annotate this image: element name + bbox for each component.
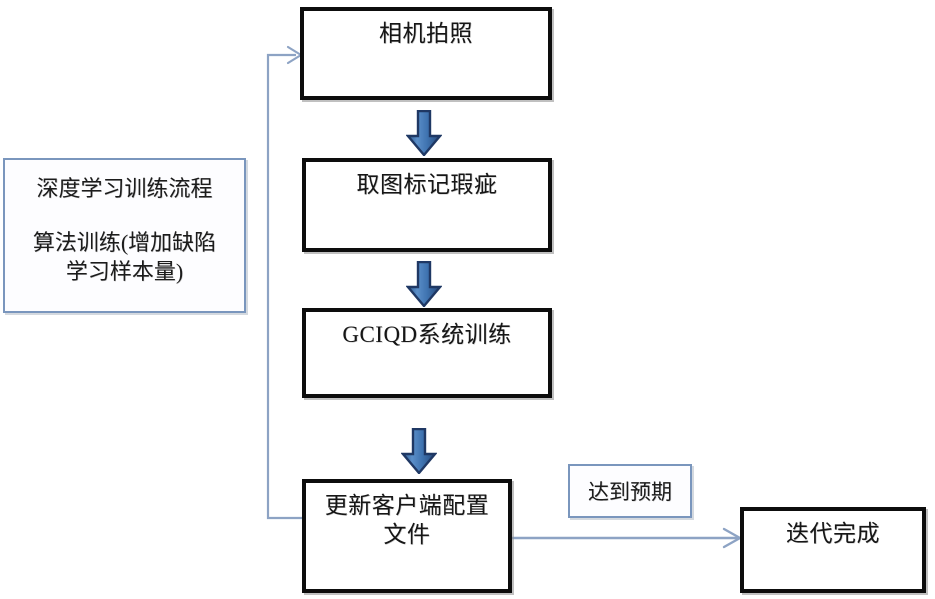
info-panel-line-2: 算法训练(增加缺陷 学习样本量) [32, 230, 217, 285]
info-panel-line-1: 深度学习训练流程 [36, 176, 213, 201]
feedback-loop-edge [266, 45, 303, 520]
node-iteration-done-label: 迭代完成 [786, 521, 880, 546]
edge-label-meets-expectation-text: 达到预期 [588, 480, 672, 504]
training-process-info-panel: 深度学习训练流程 算法训练(增加缺陷 学习样本量) [3, 158, 246, 313]
node-iteration-done[interactable]: 迭代完成 [740, 507, 926, 593]
block-arrow-down-2 [405, 260, 443, 308]
node-update-config-label: 更新客户端配置 文件 [324, 493, 490, 548]
edge-label-meets-expectation: 达到预期 [568, 464, 692, 518]
node-mark-defects[interactable]: 取图标记瑕疵 [302, 158, 552, 252]
node-camera-capture[interactable]: 相机拍照 [300, 7, 552, 100]
node-camera-capture-label: 相机拍照 [379, 21, 473, 46]
completion-edge [512, 527, 742, 549]
node-mark-defects-label: 取图标记瑕疵 [356, 172, 498, 197]
node-gciqd-training-label: GCIQD系统训练 [342, 322, 512, 347]
node-gciqd-training[interactable]: GCIQD系统训练 [302, 308, 552, 398]
node-update-config[interactable]: 更新客户端配置 文件 [302, 479, 512, 593]
block-arrow-down-1 [405, 109, 443, 157]
block-arrow-down-3 [400, 427, 438, 475]
